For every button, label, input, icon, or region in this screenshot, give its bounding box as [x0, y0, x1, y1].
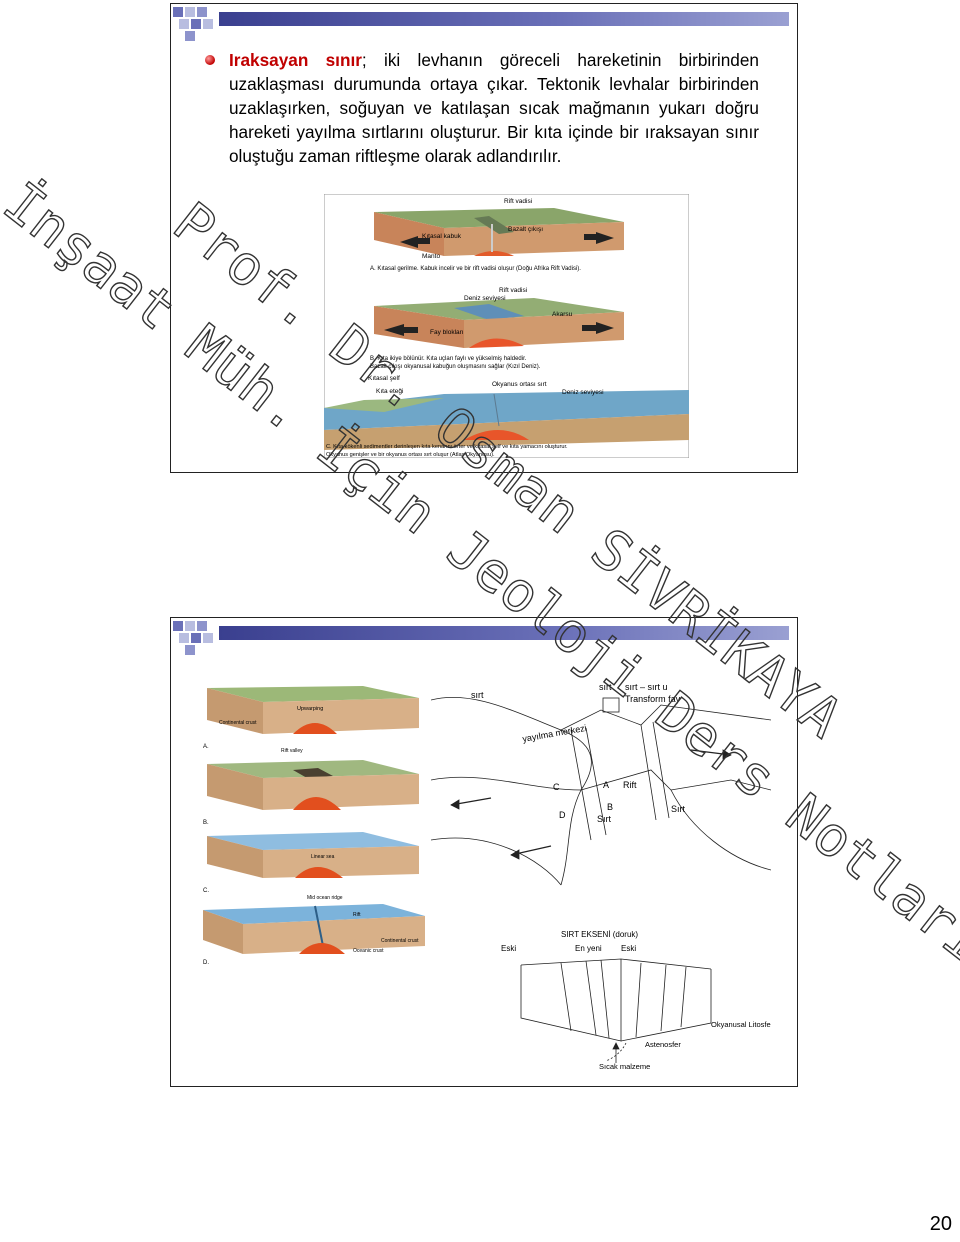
definition-text: ; iki levhanın göreceli hareketinin birb…	[229, 50, 759, 166]
label-a: A	[603, 780, 609, 790]
header-bar	[219, 626, 789, 640]
slide-header-decoration	[171, 618, 799, 658]
label-upwarping: Upwarping	[297, 706, 323, 712]
slide-1-text: Iraksayan sınır; iki levhanın göreceli h…	[229, 48, 759, 168]
decor-square	[203, 633, 213, 643]
caption-c1: C. Kıta kökenli sedimentler derinleşen k…	[326, 444, 568, 450]
label-sirt-3: Sırt	[597, 814, 612, 824]
label-oceanic-crust: Oceanic crust	[353, 948, 384, 954]
caption-c2: Okyanus genişler ve bir okyanus ortası s…	[326, 452, 495, 458]
stage-a	[207, 686, 419, 734]
caption-b2: Bazalt çıkışı okyanusal kabuğun oluşması…	[370, 364, 541, 370]
label-fay-bloklari: Fay blokları	[430, 329, 464, 336]
rifting-stages-figure: Rift vadisi Kıtasal kabuk Bazalt çıkışı …	[324, 194, 689, 458]
decor-square	[197, 7, 207, 17]
label-continental-crust: Continental crust	[219, 720, 257, 726]
decor-square	[173, 7, 183, 17]
label-rift: Rift	[623, 780, 637, 790]
ridge-transform-figure: sırt sırt sırt – sırt u Transform fay ya…	[431, 682, 771, 886]
slide-header-decoration	[171, 4, 799, 44]
decor-square	[191, 633, 201, 643]
label-c: C.	[203, 888, 209, 894]
label-sirt-ekseni: SIRT EKSENİ (doruk)	[561, 930, 638, 939]
label-eski-left: Eski	[501, 944, 516, 953]
label-okyanusal-litosfer: Okyanusal Litosfer	[711, 1020, 771, 1029]
label-transform-fay: Transform fay	[625, 694, 681, 704]
label-b: B	[607, 802, 613, 812]
decor-square	[173, 621, 183, 631]
term-highlight: Iraksayan sınır	[229, 50, 362, 70]
stage-d	[203, 904, 425, 954]
label-yayilma-merkezi: yayılma merkezi	[522, 723, 588, 744]
label-kita-etegi: Kıta eteği	[376, 388, 403, 395]
stage-a-block	[374, 208, 624, 256]
label-rift-vadisi-b: Rift vadisi	[499, 287, 527, 294]
ridge-drawing	[431, 696, 771, 886]
label-akarsu: Akarsu	[552, 311, 573, 318]
label-eski-right: Eski	[621, 944, 636, 953]
label-c: C	[553, 782, 560, 792]
label-continental-crust-d: Continental crust	[381, 938, 419, 944]
slide-2: Upwarping Continental crust A. Rift vall…	[170, 617, 798, 1087]
label-sirt-2: sırt	[599, 682, 612, 692]
stage-b-block	[374, 298, 624, 348]
label-sirt-1: sırt	[471, 690, 484, 700]
caption-b1: B. Kıta ikiye bölünür. Kıta uçları faylı…	[370, 356, 527, 362]
header-bar	[219, 12, 789, 26]
caption-a: A. Kıtasal gerilme. Kabuk incelir ve bir…	[370, 266, 581, 272]
decor-square	[179, 19, 189, 29]
decor-square	[185, 621, 195, 631]
decor-square	[185, 645, 195, 655]
label-b: B.	[203, 820, 209, 826]
label-kitasal-kabuk: Kıtasal kabuk	[422, 233, 462, 240]
label-kitasal-self: Kıtasal şelf	[368, 375, 400, 382]
label-rift: Rift	[353, 912, 361, 918]
continental-rifting-figure: Upwarping Continental crust A. Rift vall…	[203, 686, 425, 966]
stage-c-block	[324, 390, 689, 450]
decor-square	[185, 31, 195, 41]
label-d: D	[559, 810, 566, 820]
stage-b	[207, 760, 419, 810]
label-manto: Manto	[422, 253, 440, 260]
label-sirt-4: Sırt	[671, 804, 686, 814]
page-number: 20	[929, 1213, 952, 1235]
slide-1: Iraksayan sınır; iki levhanın göreceli h…	[170, 3, 798, 473]
label-deniz-seviyesi-c: Deniz seviyesi	[562, 389, 604, 396]
label-okyanus-ortasi-sirt: Okyanus ortası sırt	[492, 381, 547, 388]
ridge-axis-drawing	[520, 958, 712, 1063]
label-astenosfer: Astenosfer	[645, 1040, 681, 1049]
decor-square	[185, 7, 195, 17]
label-rift-vadisi: Rift vadisi	[504, 198, 532, 205]
label-sirt-sirtu: sırt – sırt u	[625, 682, 668, 692]
decor-square	[203, 19, 213, 29]
stage-c	[207, 832, 419, 878]
label-rift-valley: Rift valley	[281, 748, 303, 754]
label-en-yeni: En yeni	[575, 944, 602, 953]
label-bazalt-cikisi: Bazalt çıkışı	[508, 226, 543, 233]
label-linear-sea: Linear sea	[311, 854, 335, 860]
label-d: D.	[203, 960, 209, 966]
decor-square	[179, 633, 189, 643]
label-sicak-malzeme: Sıcak malzeme	[599, 1062, 650, 1071]
label-mid-ocean-ridge: Mid ocean ridge	[307, 895, 343, 901]
decor-square	[191, 19, 201, 29]
label-deniz-seviyesi: Deniz seviyesi	[464, 295, 506, 302]
ridge-axis-figure: SIRT EKSENİ (doruk) Eski En yeni Eski Ok…	[501, 930, 771, 1071]
bullet-icon	[205, 55, 215, 65]
decor-square	[197, 621, 207, 631]
label-a: A.	[203, 744, 209, 750]
